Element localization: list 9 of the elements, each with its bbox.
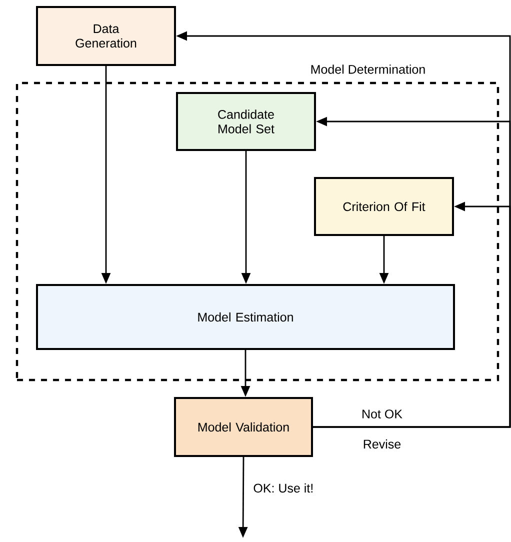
note-label: Revise (364, 439, 401, 449)
node-label: Model Determination (311, 64, 425, 74)
process-box: Model Validation (174, 397, 313, 457)
edge-label: OK: Use it! (254, 483, 312, 493)
process-box: Candidate Model Set (176, 92, 316, 151)
process-box: Criterion Of Fit (314, 177, 454, 236)
process-box: Data Generation (36, 6, 176, 66)
note-label: Not OK (362, 410, 402, 418)
process-box: Model Estimation (36, 284, 455, 350)
